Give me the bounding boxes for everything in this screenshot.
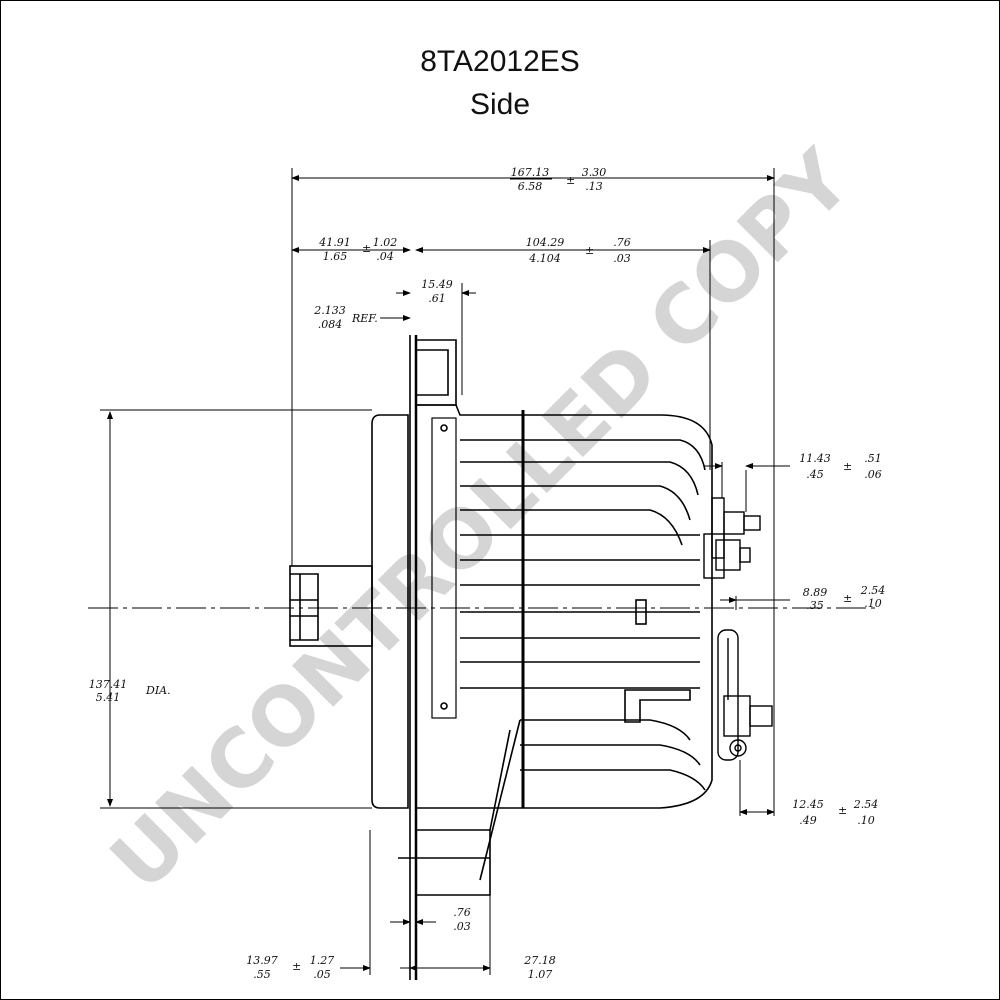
svg-text:137.41: 137.41 [89, 678, 128, 691]
svg-text:27.18: 27.18 [523, 954, 556, 967]
svg-text:.03: .03 [453, 920, 471, 933]
svg-text:1.27: 1.27 [310, 954, 335, 967]
svg-text:.55: .55 [253, 968, 271, 981]
svg-text:±: ± [843, 592, 852, 605]
dim-terminal-mid: 8.89 .35 ± 2.54 .10 [803, 584, 886, 612]
svg-text:±: ± [838, 804, 847, 817]
svg-text:.51: .51 [864, 452, 882, 465]
svg-text:.76: .76 [453, 906, 471, 919]
svg-text:REF.: REF. [351, 312, 378, 325]
svg-text:5.41: 5.41 [96, 691, 121, 704]
drawing-title: 8TA2012ES [420, 45, 580, 78]
svg-text:.084: .084 [318, 318, 343, 331]
svg-text:.03: .03 [613, 252, 631, 265]
svg-text:41.91: 41.91 [318, 236, 351, 249]
dim-ref-offset: 2.133 .084 REF. [313, 304, 377, 331]
alternator-body [289, 335, 713, 980]
svg-text:15.49: 15.49 [421, 278, 453, 291]
svg-text:104.29: 104.29 [526, 236, 565, 249]
dimension-arrows [107, 175, 790, 971]
dim-mount-offset: 13.97 .55 ± 1.27 .05 [246, 954, 334, 981]
dim-terminal-bottom: 12.45 .49 ± 2.54 .10 [792, 798, 878, 827]
svg-text:1.07: 1.07 [528, 968, 553, 981]
dim-mount-gap: .76 .03 [453, 906, 471, 933]
svg-text:±: ± [566, 174, 575, 187]
dim-front-offset: 41.91 1.65 ± 1.02 .04 [318, 236, 397, 263]
svg-text:2.54: 2.54 [853, 798, 879, 811]
svg-text:.13: .13 [585, 180, 603, 193]
svg-text:.61: .61 [428, 292, 446, 305]
svg-text:.05: .05 [313, 968, 331, 981]
svg-text:.10: .10 [857, 814, 875, 827]
svg-text:12.45: 12.45 [792, 798, 824, 811]
svg-text:3.30: 3.30 [582, 166, 607, 179]
dim-flange-width: 15.49 .61 [421, 278, 453, 305]
svg-text:6.58: 6.58 [518, 180, 543, 193]
dim-body-length: 104.29 4.104 ± .76 .03 [526, 236, 631, 265]
svg-text:DIA.: DIA. [145, 684, 171, 697]
svg-text:2.54: 2.54 [860, 584, 886, 597]
svg-text:±: ± [292, 960, 301, 973]
watermark: UNCONTROLLED COPY [93, 132, 869, 908]
svg-text:4.104: 4.104 [528, 252, 561, 265]
svg-text:.35: .35 [806, 599, 824, 612]
svg-text:.49: .49 [799, 814, 817, 827]
svg-text:1.65: 1.65 [323, 250, 348, 263]
svg-text:±: ± [585, 244, 594, 257]
svg-text:13.97: 13.97 [246, 954, 278, 967]
dim-overall-length: 167.13 6.58 ± 3.30 .13 [510, 166, 606, 193]
svg-text:±: ± [362, 242, 371, 255]
svg-text:1.02: 1.02 [373, 236, 398, 249]
svg-text:.45: .45 [806, 468, 824, 481]
svg-text:.04: .04 [376, 250, 394, 263]
dim-mount-width: 27.18 1.07 [523, 954, 556, 981]
dim-terminal-top: 11.43 .45 ± .51 .06 [799, 452, 882, 481]
svg-text:±: ± [843, 460, 852, 473]
svg-text:2.133: 2.133 [313, 304, 346, 317]
svg-text:11.43: 11.43 [799, 452, 831, 465]
extension-lines [88, 168, 880, 975]
svg-text:.76: .76 [613, 236, 631, 249]
svg-text:167.13: 167.13 [511, 166, 550, 179]
svg-text:8.89: 8.89 [803, 586, 828, 599]
svg-text:.06: .06 [864, 468, 882, 481]
terminal-studs [703, 497, 773, 761]
svg-text:.10: .10 [864, 597, 882, 610]
drawing-subtitle: Side [469, 88, 531, 121]
dim-diameter: 137.41 5.41 DIA. [89, 678, 171, 704]
